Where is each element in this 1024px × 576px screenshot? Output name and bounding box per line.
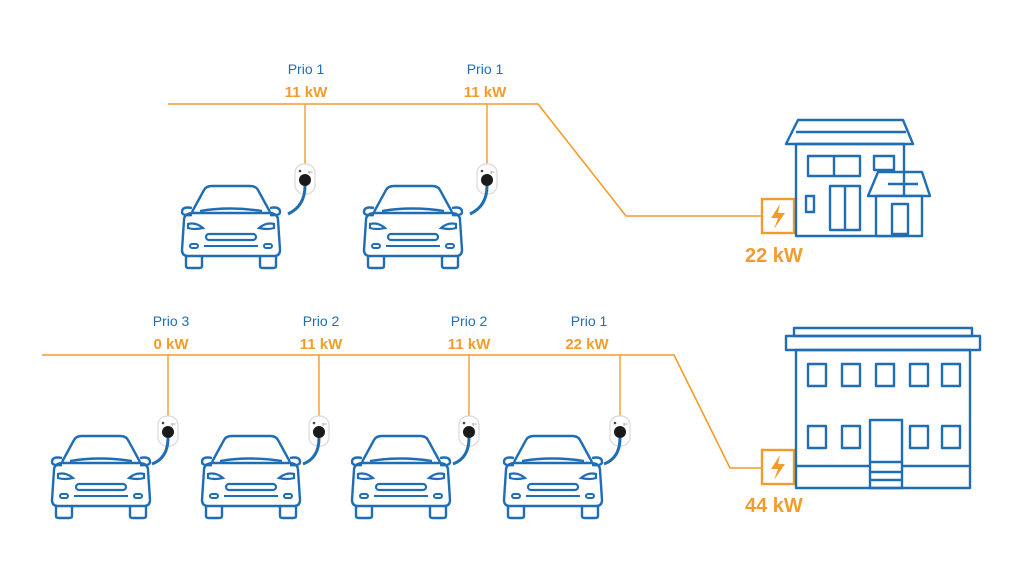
top-total-power: 22 kW	[745, 245, 803, 267]
prio-label: Prio 3	[153, 313, 190, 329]
top-charger-1: Prio 1 11 kW	[180, 61, 328, 270]
lightning-meter-icon	[760, 197, 796, 235]
power-label: 11 kW	[464, 84, 507, 101]
car-icon	[502, 434, 604, 520]
car-icon	[362, 184, 464, 270]
house-icon	[784, 118, 932, 238]
car-icon	[50, 434, 152, 520]
bottom-bus	[42, 354, 762, 469]
power-label: 11 kW	[285, 84, 328, 101]
power-label: 0 kW	[153, 336, 189, 353]
office-building-icon	[784, 326, 982, 490]
car-icon	[180, 184, 282, 270]
bottom-charger-4: Prio 1 22 kW	[502, 313, 631, 520]
prio-label: Prio 1	[467, 61, 504, 77]
top-charger-2: Prio 1 11 kW	[362, 61, 507, 270]
bottom-charger-1: Prio 3 0 kW	[50, 313, 190, 520]
prio-label: Prio 1	[571, 313, 608, 329]
power-label: 11 kW	[448, 336, 491, 353]
car-icon	[200, 434, 302, 520]
power-label: 11 kW	[300, 336, 343, 353]
power-label: 22 kW	[565, 336, 609, 353]
bottom-charger-2: Prio 2 11 kW	[200, 313, 343, 520]
prio-label: Prio 1	[288, 61, 325, 77]
top-bus	[168, 103, 762, 217]
bottom-total-power: 44 kW	[745, 495, 803, 517]
car-icon	[350, 434, 452, 520]
prio-label: Prio 2	[303, 313, 340, 329]
bottom-charger-3: Prio 2 11 kW	[350, 313, 491, 520]
lightning-meter-icon	[760, 448, 796, 486]
prio-label: Prio 2	[451, 313, 488, 329]
